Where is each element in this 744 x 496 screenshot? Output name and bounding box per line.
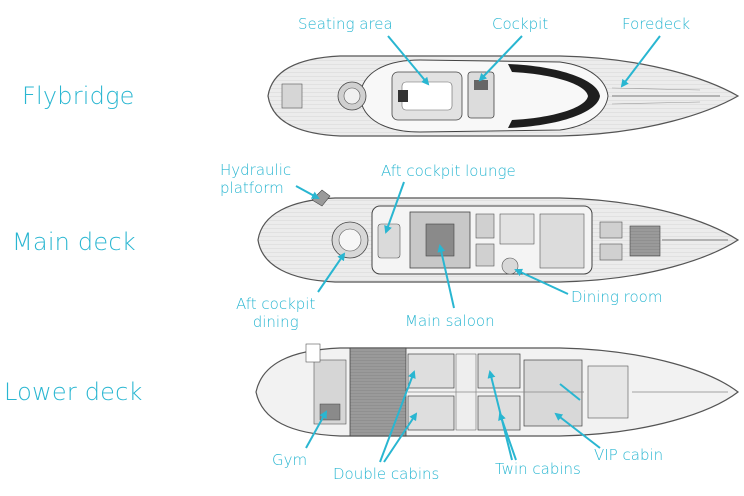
label-foredeck: Foredeck bbox=[622, 15, 691, 33]
deck-title-flybridge: Flybridge bbox=[22, 82, 135, 110]
label-aft-cockpit-dining: Aft cockpit dining bbox=[236, 295, 315, 331]
arrow-gym bbox=[305, 410, 327, 449]
label-aft-cockpit-dining-line1: Aft cockpit bbox=[236, 295, 316, 313]
arrow-seating-area bbox=[387, 35, 430, 86]
twin-cabin-lower bbox=[477, 395, 521, 431]
label-cockpit: Cockpit bbox=[492, 15, 549, 33]
arrow-dining-room bbox=[514, 268, 569, 295]
arrow-double-cabins-1 bbox=[379, 370, 416, 463]
deck-title-main-deck: Main deck bbox=[12, 228, 136, 256]
arrow-vip-cabin-2 bbox=[559, 383, 581, 401]
label-vip-cabin: VIP cabin bbox=[594, 446, 664, 464]
engine-room bbox=[349, 347, 407, 437]
arrow-twin-cabins-2 bbox=[498, 412, 517, 461]
double-cabin-lower bbox=[407, 395, 455, 431]
lower-deck-plan bbox=[255, 343, 739, 437]
label-hydraulic-platform-line1: Hydraulic bbox=[220, 161, 292, 179]
vip-cabin bbox=[523, 359, 583, 427]
label-double-cabins: Double cabins bbox=[333, 465, 440, 483]
label-hydraulic-platform-line2: platform bbox=[220, 179, 284, 197]
flybridge-windscreen bbox=[508, 64, 600, 128]
double-cabin-upper bbox=[407, 353, 455, 389]
label-twin-cabins: Twin cabins bbox=[495, 460, 581, 478]
label-dining-room: Dining room bbox=[571, 288, 663, 306]
callout-arrows bbox=[295, 35, 661, 463]
label-seating-area: Seating area bbox=[298, 15, 393, 33]
label-aft-cockpit-dining-line2: dining bbox=[252, 313, 299, 331]
arrow-aft-cockpit-dining bbox=[317, 252, 346, 293]
label-main-saloon: Main saloon bbox=[405, 312, 495, 330]
arrow-cockpit bbox=[478, 35, 523, 82]
twin-cabin-upper bbox=[477, 353, 521, 389]
dining-room-table bbox=[501, 257, 519, 275]
arrow-aft-cockpit-lounge bbox=[384, 181, 405, 234]
arrow-vip-cabin bbox=[554, 412, 601, 449]
arrow-main-saloon bbox=[437, 244, 455, 309]
arrow-foredeck bbox=[620, 35, 661, 88]
flybridge-plan bbox=[267, 55, 740, 137]
label-aft-cockpit-lounge: Aft cockpit lounge bbox=[381, 162, 516, 180]
arrow-hydraulic-platform bbox=[295, 185, 320, 199]
arrow-double-cabins-2 bbox=[383, 412, 418, 463]
label-gym: Gym bbox=[272, 451, 308, 469]
label-hydraulic-platform: Hydraulic platform bbox=[220, 161, 291, 197]
aft-cockpit-lounge-sofa bbox=[377, 223, 401, 259]
deck-title-lower-deck: Lower deck bbox=[4, 378, 143, 406]
main-deck-plan bbox=[257, 189, 740, 283]
